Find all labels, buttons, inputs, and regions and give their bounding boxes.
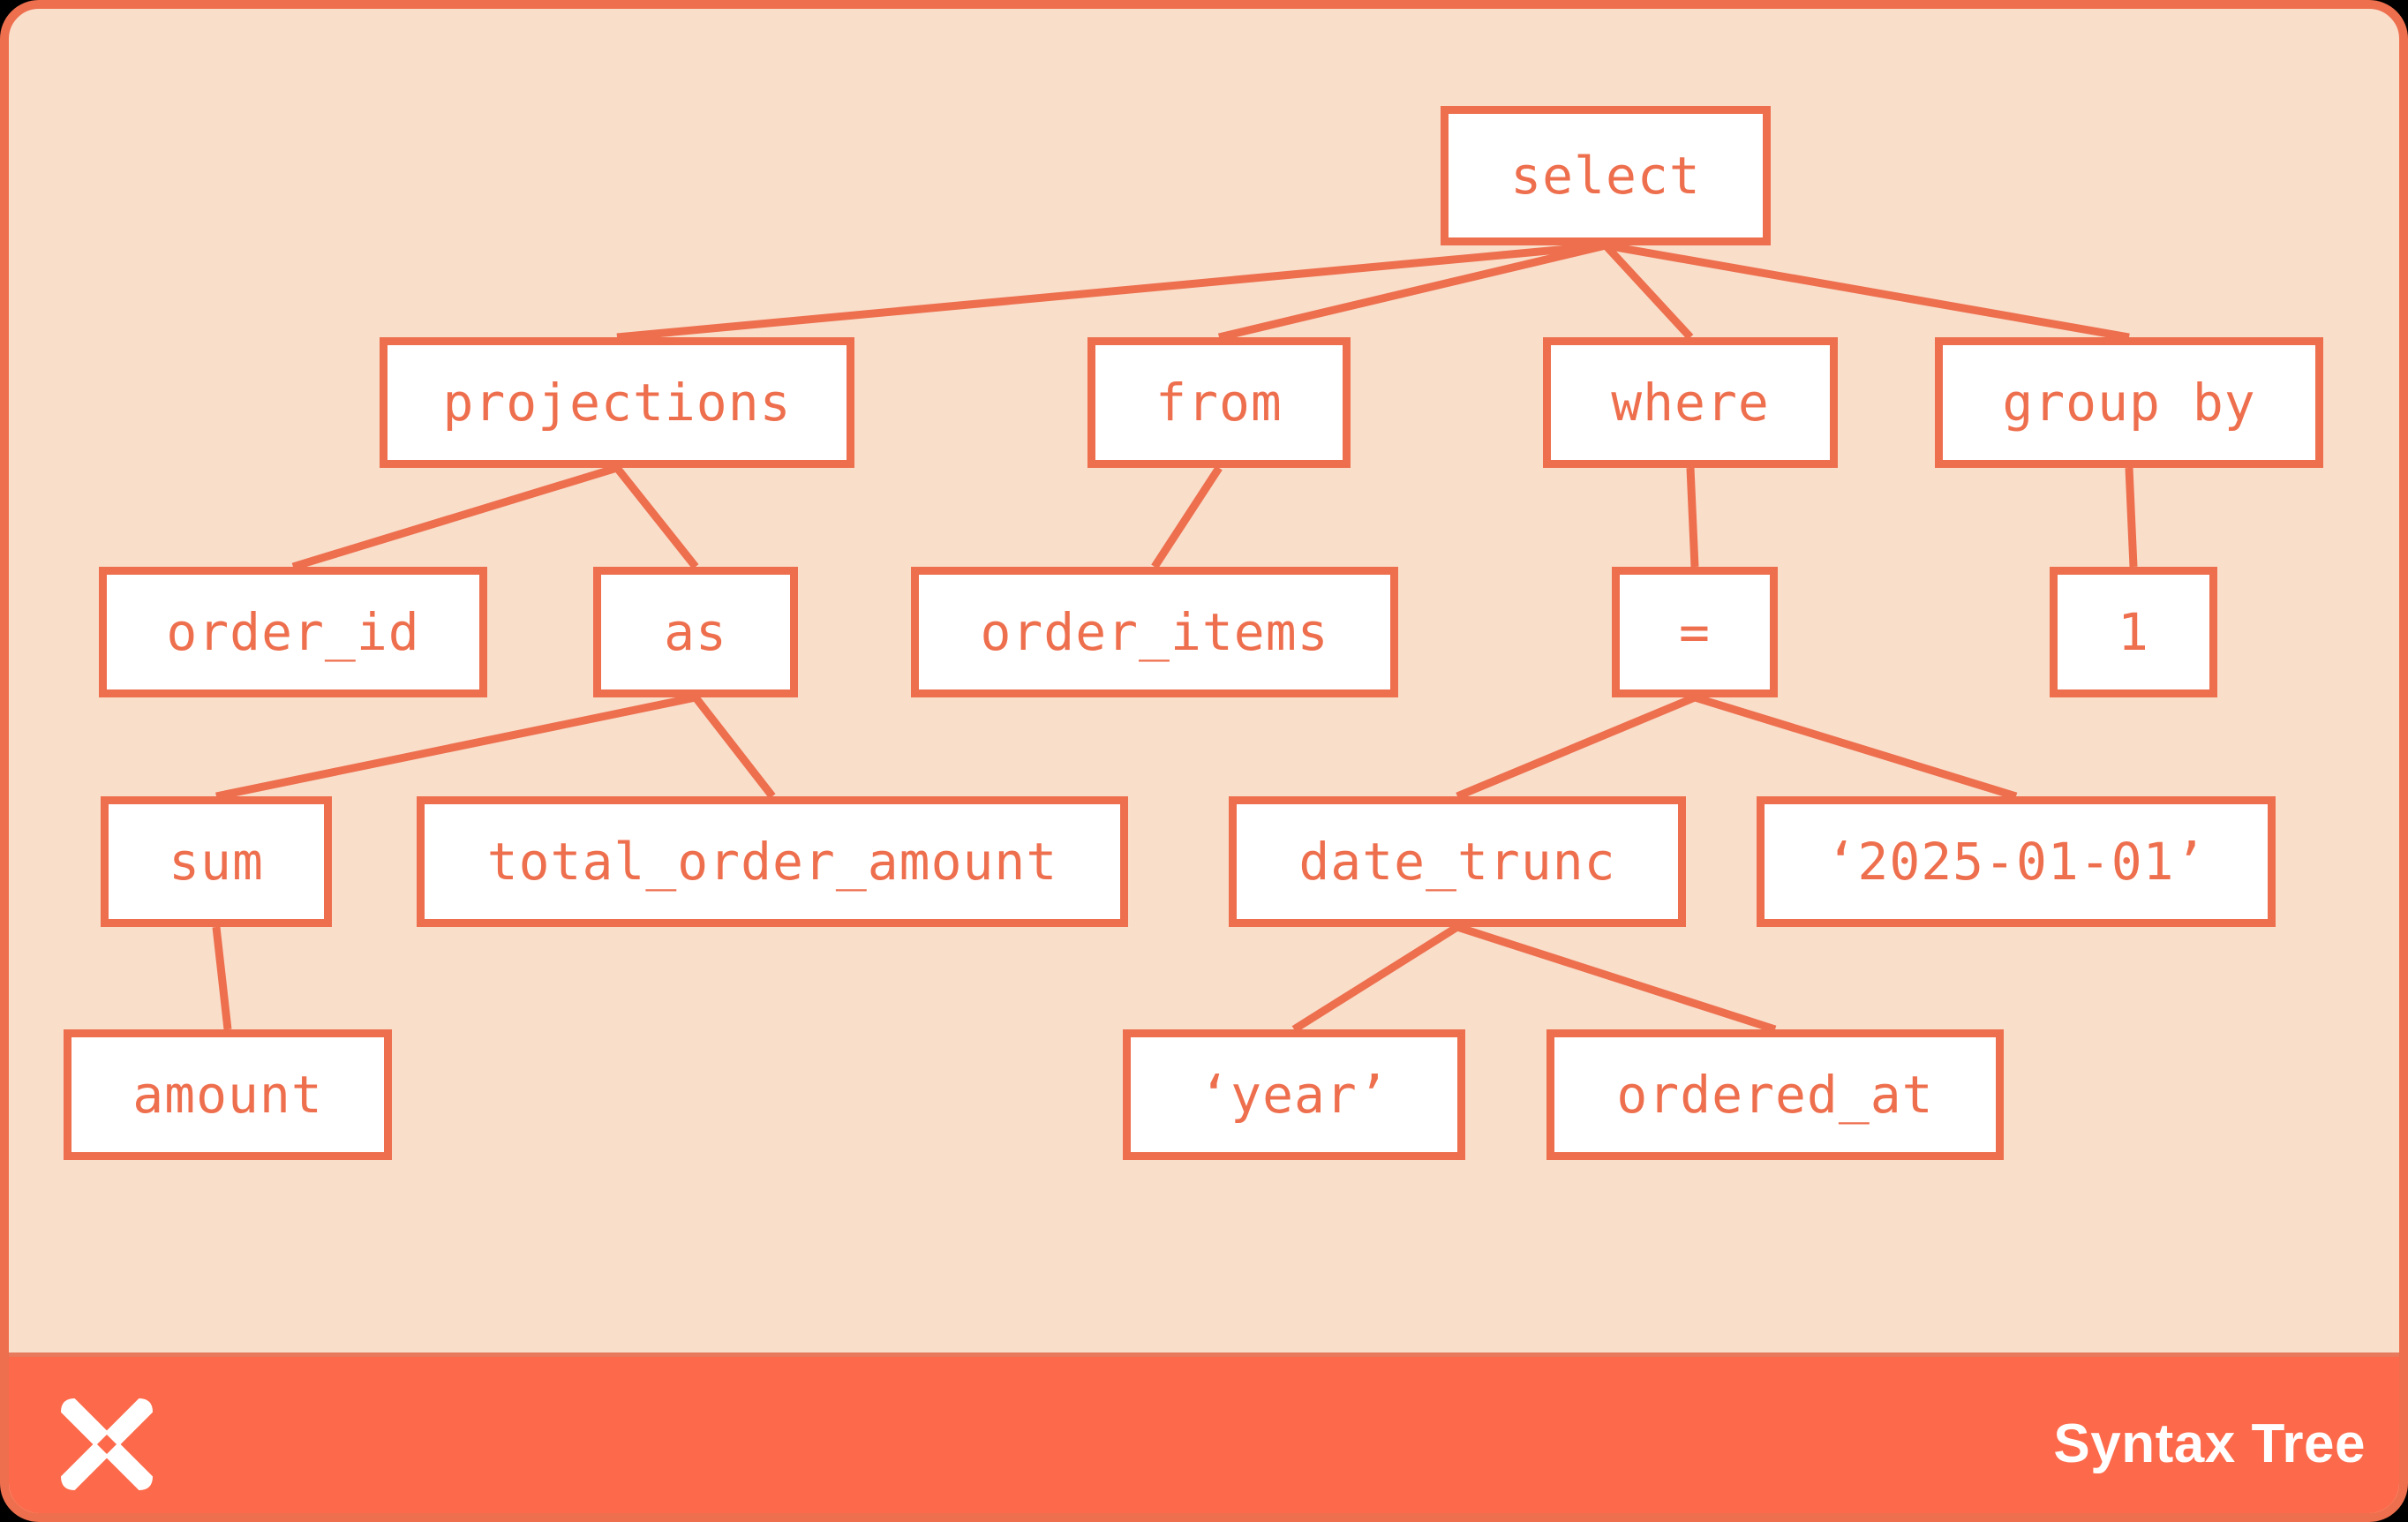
tree-node-label: ‘year’ <box>1199 1065 1389 1125</box>
x-star-logo-icon <box>49 1387 164 1502</box>
tree-edge-group_by-to-one <box>2125 467 2138 568</box>
tree-node-label: amount <box>132 1065 323 1125</box>
tree-node-order_items: order_items <box>911 567 1398 697</box>
tree-edge-sum-to-amount <box>212 926 232 1030</box>
tree-node-order_id: order_id <box>99 567 487 697</box>
tree-node-date_trunc: date_trunc <box>1229 796 1686 927</box>
tree-node-label: ordered_at <box>1616 1065 1934 1125</box>
tree-node-group_by: group by <box>1935 337 2323 468</box>
tree-node-amount: amount <box>64 1029 392 1160</box>
tree-node-label: order_id <box>166 602 420 662</box>
tree-node-label: 1 <box>2118 602 2149 662</box>
tree-node-label: where <box>1611 373 1770 433</box>
tree-node-eq: = <box>1612 567 1778 697</box>
tree-edge-as-to-total_order_amount <box>692 695 776 799</box>
tree-edge-eq-to-date_literal <box>1693 693 2018 801</box>
tree-edge-where-to-eq <box>1686 467 1699 568</box>
tree-edge-select-to-group_by <box>1605 241 2130 342</box>
footer-title: Syntax Tree <box>2053 1413 2366 1474</box>
tree-node-label: sum <box>169 832 264 892</box>
tree-node-where: where <box>1543 337 1838 468</box>
tree-node-label: projections <box>442 373 792 433</box>
footer-bar: Syntax Tree <box>9 1352 2399 1513</box>
tree-node-label: as <box>664 602 727 662</box>
tree-node-label: ‘2025-01-01’ <box>1825 832 2207 892</box>
tree-edge-select-to-where <box>1602 242 1694 341</box>
tree-node-sum: sum <box>101 796 332 927</box>
tree-edge-eq-to-date_trunc <box>1456 693 1697 801</box>
tree-node-label: select <box>1510 146 1701 206</box>
tree-node-date_literal: ‘2025-01-01’ <box>1757 796 2276 927</box>
tree-node-from: from <box>1087 337 1351 468</box>
tree-node-label: date_trunc <box>1298 832 1616 892</box>
tree-edge-from-to-order_items <box>1151 465 1223 569</box>
tree-node-label: from <box>1155 373 1283 433</box>
tree-node-label: = <box>1679 602 1711 662</box>
tree-node-ordered_at: ordered_at <box>1546 1029 2004 1160</box>
tree-canvas: select projections from where group by order_… <box>9 9 2399 1352</box>
tree-node-one: 1 <box>2050 567 2217 697</box>
tree-node-select: select <box>1441 106 1771 245</box>
tree-node-label: total_order_amount <box>486 832 1058 892</box>
tree-node-label: order_items <box>980 602 1329 662</box>
tree-node-label: group by <box>2002 373 2256 433</box>
tree-edge-date_trunc-to-ordered_at <box>1456 923 1777 1034</box>
tree-node-total_order_amount: total_order_amount <box>417 796 1128 927</box>
tree-node-year_literal: ‘year’ <box>1123 1029 1465 1160</box>
tree-edge-as-to-sum <box>215 693 696 801</box>
tree-node-as: as <box>593 567 798 697</box>
tree-edge-date_trunc-to-year_literal <box>1291 923 1460 1033</box>
tree-edge-projections-to-as <box>613 465 699 569</box>
tree-edge-select-to-projections <box>616 241 1607 342</box>
tree-node-projections: projections <box>380 337 854 468</box>
tree-edge-projections-to-order_id <box>291 463 619 571</box>
tree-edge-select-to-from <box>1217 241 1607 342</box>
